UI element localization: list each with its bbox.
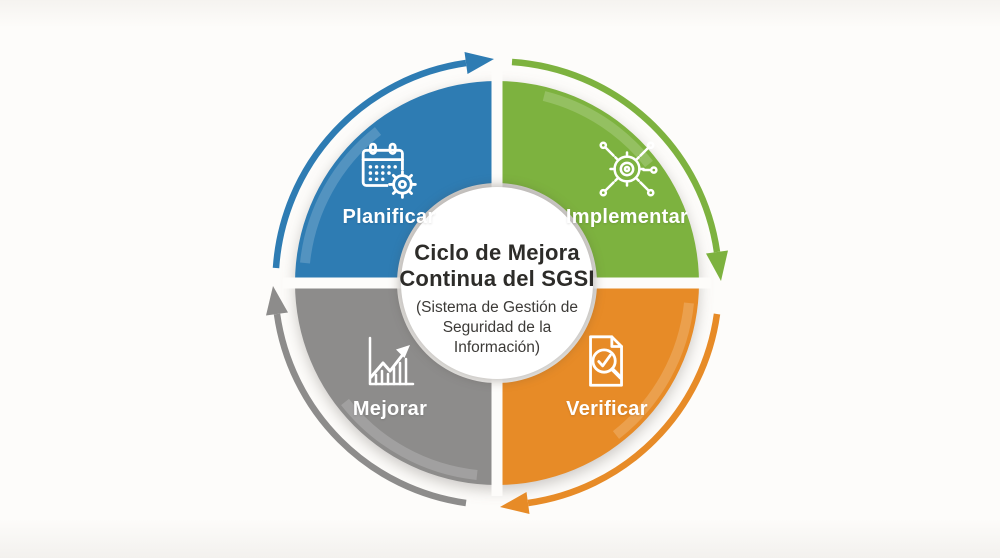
arrow-arc-implementar (511, 58, 721, 253)
highlight-arc (542, 91, 653, 168)
title-line-1: Ciclo de Mejora (414, 240, 580, 265)
center-title-block: Ciclo de Mejora Continua del SGSI (Siste… (377, 240, 617, 358)
flow-arrows (266, 52, 728, 514)
highlight-arc (612, 302, 694, 439)
label-mejorar: Mejorar (352, 398, 428, 420)
arrowhead-top (464, 52, 494, 74)
segment-planificar: Planificar (319, 140, 459, 229)
growth-chart-arrow-icon (358, 330, 422, 394)
arrow-arc-planificar (272, 59, 467, 269)
arrowhead-bottom (500, 492, 530, 514)
highlight-arc (341, 398, 478, 480)
arrowhead-left (266, 286, 288, 316)
subtitle-line-1: (Sistema de Gestión de (416, 298, 578, 316)
title-line-2: Continua del SGSI (399, 265, 595, 291)
automation-gears-icon (592, 136, 662, 202)
segment-verificar: Verificar (537, 330, 677, 421)
cycle-subtitle: (Sistema de Gestión de Seguridad de la I… (377, 298, 617, 358)
subtitle-line-3: Información) (453, 339, 541, 357)
document-check-magnifier-icon (576, 330, 638, 394)
center-disc (401, 187, 593, 379)
arrow-arc-verificar (527, 313, 721, 507)
subtitle-line-2: Seguridad de la (442, 319, 552, 337)
calendar-gear-icon (355, 140, 417, 199)
cycle-title: Ciclo de Mejora Continua del SGSI (377, 240, 617, 292)
label-verificar: Verificar (566, 398, 648, 420)
label-planificar: Planificar (342, 206, 436, 228)
label-implementar: Implementar (565, 206, 689, 228)
segment-mejorar: Mejorar (320, 330, 460, 421)
arrowhead-right (706, 250, 728, 281)
highlight-arc (300, 127, 382, 264)
quadrant-implementar-shape (497, 81, 699, 283)
arrow-arc-mejorar (273, 313, 467, 507)
segment-implementar: Implementar (544, 136, 710, 229)
